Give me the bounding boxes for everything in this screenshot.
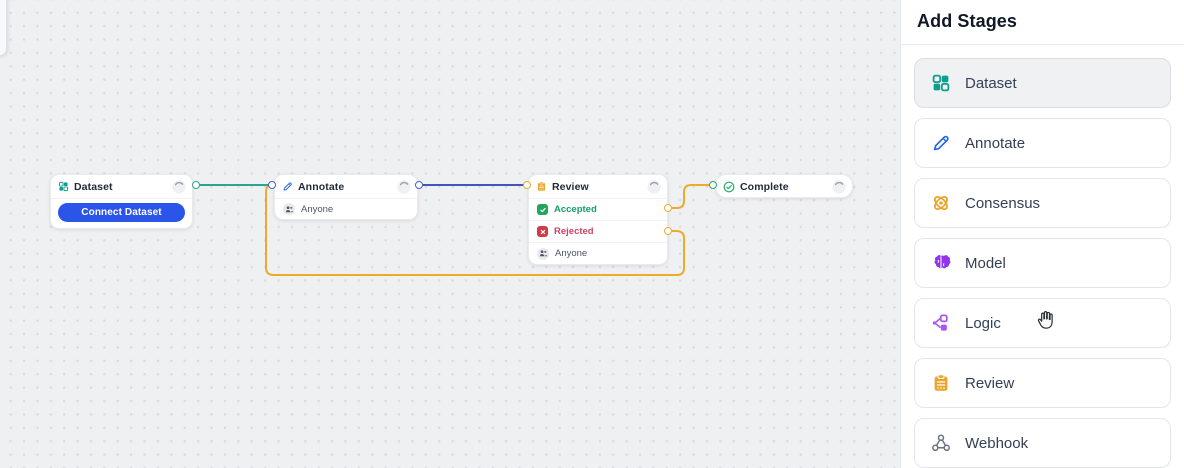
rerun-spinner-icon[interactable] [647, 179, 661, 194]
node-dataset-header[interactable]: Dataset [51, 175, 192, 198]
dataset-grid-icon [58, 181, 69, 192]
stage-label: Model [965, 254, 1006, 272]
panel-divider [901, 44, 1184, 45]
rerun-spinner-icon[interactable] [832, 179, 846, 194]
circle-check-icon [723, 181, 735, 192]
node-dataset[interactable]: Dataset Connect Dataset [50, 174, 193, 229]
node-dataset-body: Connect Dataset [51, 198, 192, 228]
review-assignee-row[interactable]: Anyone [529, 242, 667, 264]
node-complete-title: Complete [740, 180, 789, 193]
panel-title: Add Stages [917, 11, 1018, 31]
clipboard-icon [537, 181, 546, 191]
rerun-spinner-icon[interactable] [397, 179, 411, 194]
consensus-atom-icon [934, 196, 948, 210]
people-icon [283, 203, 295, 215]
stage-label: Logic [965, 314, 1001, 332]
stage-card-annotate[interactable]: Annotate [914, 118, 1171, 168]
logic-branch-icon [932, 314, 948, 331]
x-badge-icon [537, 226, 548, 237]
add-stages-panel: Add Stages Dataset Annotate [900, 0, 1184, 468]
node-review-header[interactable]: Review [529, 175, 667, 198]
stage-label: Webhook [965, 434, 1029, 452]
node-complete-header[interactable]: Complete [716, 175, 852, 197]
review-assignee-label: Anyone [555, 248, 588, 259]
node-annotate-header[interactable]: Annotate [275, 175, 417, 198]
review-accepted-label: Accepted [554, 204, 597, 215]
port-dataset-output[interactable] [192, 181, 200, 189]
pen-icon [933, 135, 949, 151]
port-complete-input[interactable] [709, 181, 717, 189]
review-accepted-row[interactable]: Accepted [529, 198, 667, 220]
port-review-input[interactable] [523, 181, 531, 189]
stage-label: Consensus [965, 194, 1041, 212]
stage-label: Review [965, 374, 1015, 392]
node-dataset-title: Dataset [74, 180, 113, 193]
clipboard-icon [934, 374, 948, 391]
review-rejected-row[interactable]: Rejected [529, 220, 667, 242]
annotate-assignee-row[interactable]: Anyone [275, 198, 417, 219]
edges-layer [196, 184, 711, 276]
stage-card-model[interactable]: Model [914, 238, 1171, 288]
stage-label: Annotate [965, 134, 1026, 152]
dataset-grid-icon [932, 74, 950, 92]
check-badge-icon [537, 204, 548, 215]
node-review[interactable]: Review Accepted Rejected [528, 174, 668, 265]
webhook-icon [932, 434, 950, 452]
port-annotate-input[interactable] [268, 181, 276, 189]
annotate-assignee-label: Anyone [301, 203, 334, 215]
connect-dataset-button[interactable]: Connect Dataset [58, 203, 185, 222]
port-review-accepted-output[interactable] [664, 204, 672, 212]
stage-card-dataset[interactable]: Dataset [914, 58, 1171, 108]
node-annotate[interactable]: Annotate Anyone [274, 174, 418, 220]
stage-card-webhook[interactable]: Webhook [914, 418, 1171, 468]
stage-card-consensus[interactable]: Consensus [914, 178, 1171, 228]
people-icon [537, 247, 549, 260]
review-rejected-label: Rejected [554, 226, 594, 237]
rerun-spinner-icon[interactable] [172, 179, 186, 194]
port-annotate-output[interactable] [415, 181, 423, 189]
edge-rejected-to-annotate[interactable] [265, 184, 685, 276]
stage-card-logic[interactable]: Logic [914, 298, 1171, 348]
brain-icon [934, 255, 951, 270]
stage-card-review[interactable]: Review [914, 358, 1171, 408]
port-review-rejected-output[interactable] [664, 227, 672, 235]
stage-list: Dataset Annotate Consensus [901, 45, 1184, 468]
node-annotate-title: Annotate [298, 180, 345, 193]
edge-accepted-to-complete[interactable] [668, 184, 711, 209]
stage-label: Dataset [965, 74, 1017, 92]
node-review-title: Review [552, 180, 589, 193]
node-complete[interactable]: Complete [715, 174, 853, 198]
workflow-canvas[interactable]: Dataset Connect Dataset Annotate [0, 0, 901, 468]
pen-icon [283, 182, 292, 191]
